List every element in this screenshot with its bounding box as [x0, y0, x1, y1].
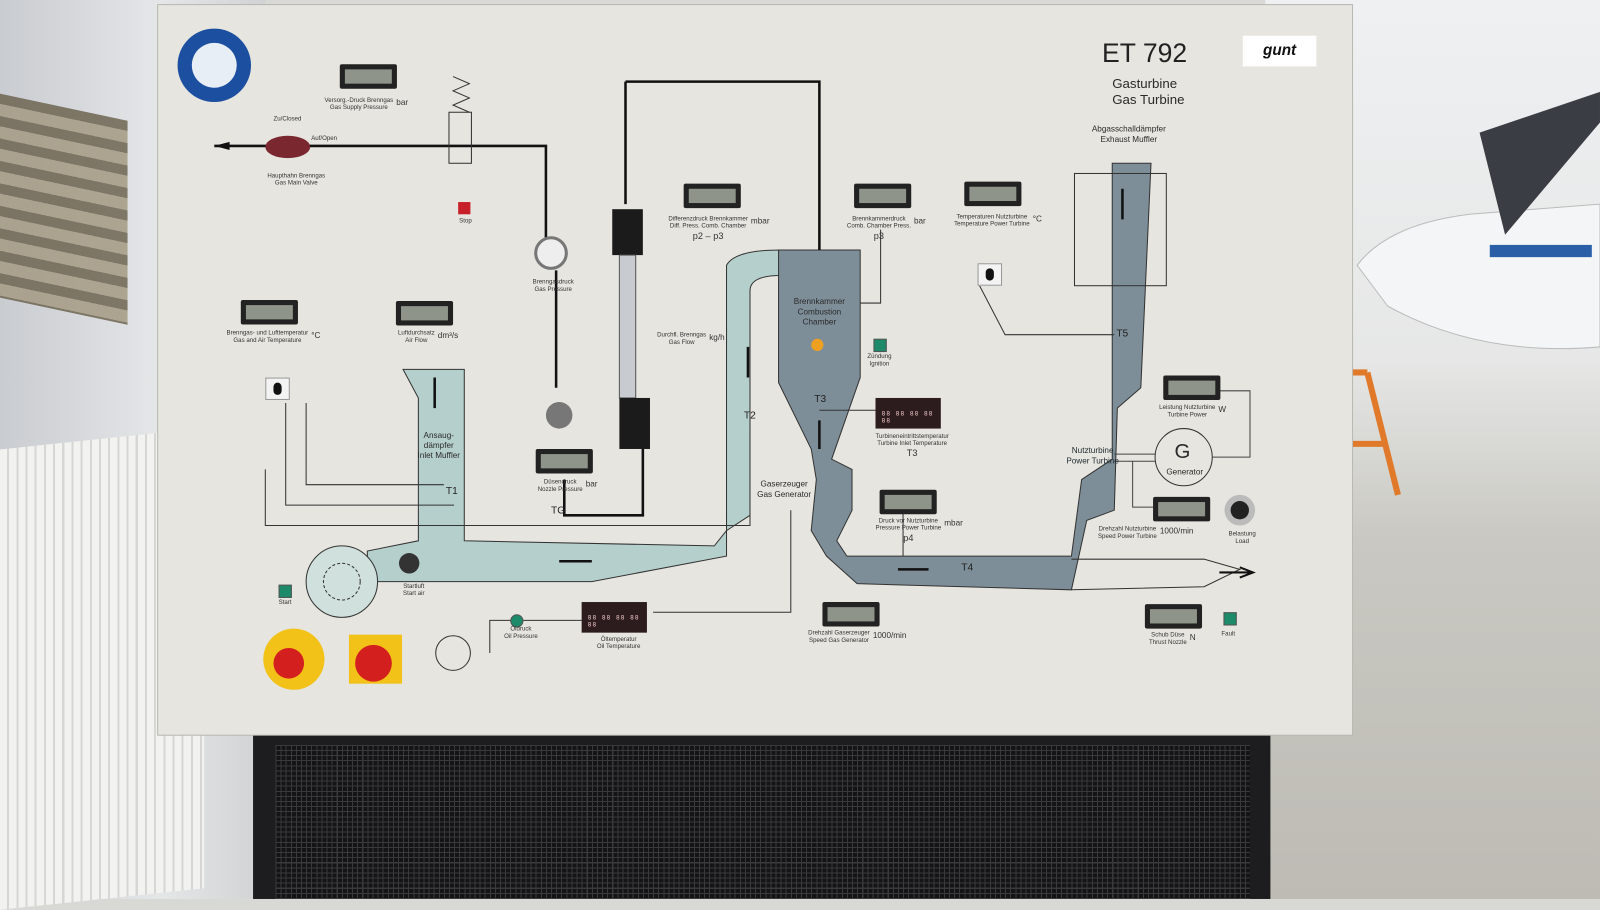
gunt-logo: gunt [1242, 35, 1317, 67]
aircraft [1356, 91, 1600, 350]
ignition-lamp [811, 338, 824, 352]
fault-label: Fault [1221, 631, 1236, 638]
model-title: ET 792 [1102, 37, 1188, 69]
gas-air-temp-selector[interactable] [265, 377, 290, 400]
t4-label: T4 [961, 562, 974, 574]
cabinet-mesh [275, 744, 1250, 899]
temp-selector-switch[interactable] [977, 263, 1003, 286]
unit: 1000/min [872, 630, 907, 640]
start-label: Start [278, 599, 292, 607]
temp-power-turbine-display [964, 181, 1022, 207]
start-button[interactable] [278, 584, 292, 598]
stop-label: Stop [459, 218, 472, 225]
unit: bar [913, 216, 926, 226]
unit: bar [585, 479, 598, 489]
unit: 1000/min [1159, 526, 1194, 536]
unit: N [1189, 632, 1196, 642]
air-duct [366, 249, 782, 583]
exhaust-arrow-icon [1219, 566, 1256, 579]
t5-label: T5 [1116, 328, 1129, 340]
t3-label: T3 [814, 393, 827, 406]
unit: mbar [750, 216, 770, 226]
t1-label: T1 [445, 485, 458, 497]
title-de: Gasturbine [1112, 75, 1178, 91]
air-flow-display [395, 301, 454, 326]
pressure-power-turbine-display [879, 489, 937, 515]
thrust-display [1144, 604, 1203, 629]
unit: W [1218, 405, 1227, 415]
unit: bar [396, 97, 409, 108]
nozzle-icon [545, 402, 573, 429]
gas-duct [778, 162, 1152, 591]
compressor-icon [305, 545, 379, 618]
gas-air-temp-display [240, 299, 298, 325]
oil-pump-icon [435, 635, 471, 671]
title-en: Gas Turbine [1112, 91, 1185, 108]
unit: mbar [944, 518, 963, 528]
speed-power-turbine-display [1153, 496, 1211, 522]
flow-arrow-icon [433, 188, 1124, 571]
gas-supply-pressure-display [339, 64, 397, 89]
diff-press-display [683, 183, 741, 209]
ignition-button[interactable] [873, 338, 887, 353]
gas-main-valve-knob[interactable] [265, 135, 311, 159]
open-label: Auf/Open [311, 135, 338, 142]
stop-button[interactable] [458, 202, 471, 215]
turbine-inlet-temp-display: 88 88 88 88 88 [875, 397, 941, 429]
flowmeter-icon [618, 254, 637, 399]
speed-gas-generator-display [822, 602, 880, 627]
unit: °C [311, 330, 321, 340]
unit: dm³/s [437, 330, 459, 340]
unit: kg/h [709, 332, 725, 342]
t2-label: T2 [743, 410, 756, 422]
pressure-gauge-icon [534, 236, 568, 270]
fault-lamp [1223, 612, 1237, 626]
oil-temp-display: 88 88 88 88 88 [581, 602, 647, 633]
nozzle-pressure-display [535, 448, 593, 474]
unit: °C [1032, 214, 1042, 224]
tg-label: TG [551, 505, 566, 517]
turbine-power-display [1163, 375, 1221, 400]
solenoid-valve-icon [448, 111, 472, 164]
generator-letter: G [1174, 440, 1191, 464]
start-air-valve[interactable] [398, 553, 420, 574]
generator-label: Generator [1166, 467, 1204, 477]
comb-chamber-press-display [854, 183, 912, 209]
oil-pressure-lamp [510, 614, 524, 628]
closed-label: Zu/Closed [273, 116, 302, 123]
